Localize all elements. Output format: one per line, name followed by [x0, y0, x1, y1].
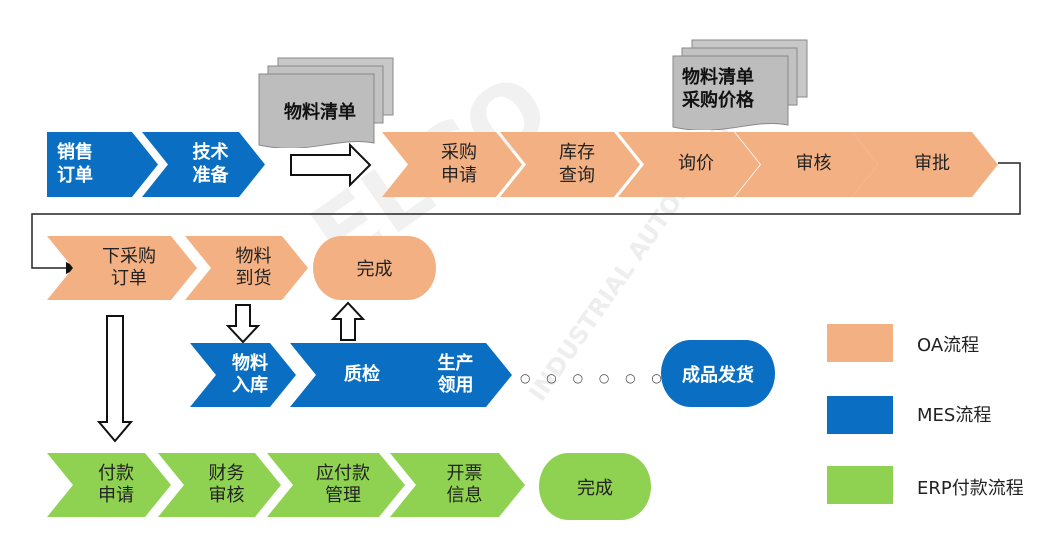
erp-done: 完成: [539, 453, 651, 520]
loop-connector: [31, 162, 1021, 269]
oa-done: 完成: [313, 236, 436, 300]
doc2-line1: 物料清单: [682, 67, 754, 88]
doc2-line2: 采购价格: [682, 90, 754, 112]
bom-document-label: 物料清单: [284, 102, 356, 123]
legend-label-erp: ERP付款流程: [917, 478, 1024, 499]
ellipsis-dots: ○ ○ ○ ○ ○ ○: [520, 371, 668, 385]
step-sales-order: 销售订单: [47, 132, 158, 197]
bom-document-icon: [258, 57, 394, 148]
legend-swatch-mes: [827, 396, 893, 434]
step-material-arrival: 物料到货: [185, 236, 308, 300]
down-arrow-to-warehouse: [225, 304, 261, 344]
step-ship-product: 成品发货: [661, 340, 775, 407]
legend-swatch-erp: [827, 466, 893, 504]
legend-label-mes: MES流程: [917, 405, 992, 426]
legend-swatch-oa: [827, 324, 893, 362]
right-arrow: [290, 142, 372, 188]
bom-price-document-icon: [672, 39, 808, 130]
legend-label-oa: OA流程: [917, 335, 980, 356]
connector-arrowhead: [66, 262, 78, 274]
up-arrow-to-done: [330, 301, 366, 341]
bom-price-document-label: 物料清单 采购价格: [682, 66, 754, 113]
down-arrow-to-payment: [96, 315, 134, 443]
step-payables: 应付款管理: [267, 453, 405, 517]
